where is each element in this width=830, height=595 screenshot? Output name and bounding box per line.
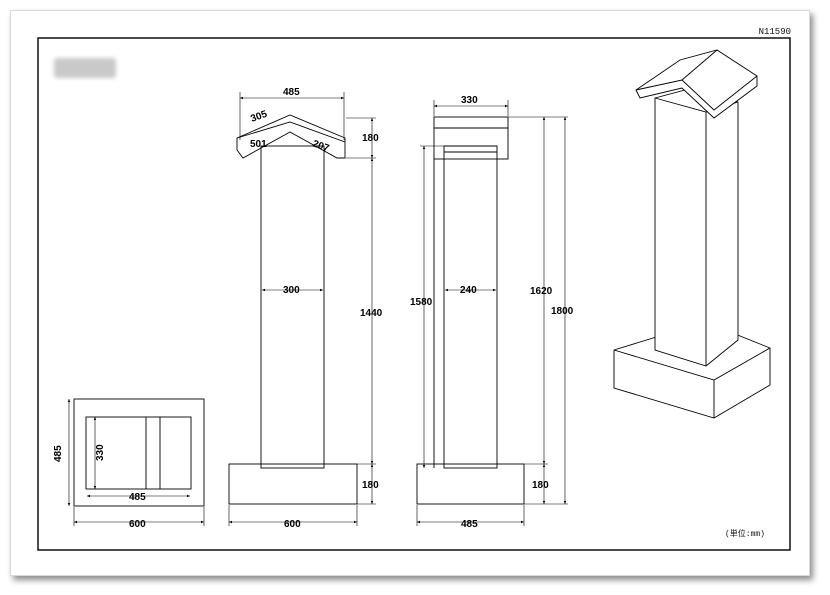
plan-inner <box>85 416 192 490</box>
iso-pillar <box>654 85 739 367</box>
side-body-height-label: 1620 <box>530 286 553 297</box>
side-pillar <box>443 145 498 469</box>
front-roof-width-label: 485 <box>283 87 300 98</box>
side-base-width-label: 485 <box>461 519 478 530</box>
plan-view <box>73 398 205 507</box>
front-roof-height-label: 180 <box>362 133 379 144</box>
plan-outer <box>73 398 205 507</box>
drawing-frame <box>37 37 791 551</box>
side-view <box>416 116 525 505</box>
isometric-view <box>613 49 771 419</box>
front-pillar-height-label: 1440 <box>360 308 383 319</box>
iso-roof <box>635 49 758 119</box>
front-pillar <box>260 145 325 469</box>
plan-outer-width-label: 600 <box>129 519 146 530</box>
front-roof-slope-left-label: 305 <box>249 109 269 125</box>
side-roof-width-label: 330 <box>461 95 478 106</box>
plan-inner-depth-label: 330 <box>95 444 106 461</box>
front-dimensions <box>228 92 376 526</box>
front-roof-slope-right-label: 207 <box>311 138 331 154</box>
front-base <box>228 463 358 505</box>
unit-note: (単位:mm) <box>724 530 765 539</box>
plan-dimensions <box>67 399 205 526</box>
front-view <box>228 114 358 505</box>
front-roof-inner-left-label: 501 <box>250 139 267 150</box>
side-roof <box>433 116 509 160</box>
side-base <box>416 463 525 505</box>
front-base-width-label: 600 <box>284 519 301 530</box>
side-total-height-label: 1800 <box>551 306 574 317</box>
side-base-height-label: 180 <box>532 480 549 491</box>
side-pillar-width-label: 240 <box>460 285 477 296</box>
plan-inner-width-label: 485 <box>129 492 146 503</box>
front-base-height-label: 180 <box>362 480 379 491</box>
plan-outer-depth-label: 485 <box>53 445 64 462</box>
front-roof <box>236 114 346 159</box>
blurred-title-label <box>54 58 116 78</box>
side-dimensions <box>416 100 568 526</box>
front-pillar-width-label: 300 <box>283 285 300 296</box>
front-roof-edge <box>236 121 346 143</box>
document-code: N11590 <box>758 27 791 37</box>
side-pillar-height-label: 1580 <box>410 297 433 308</box>
